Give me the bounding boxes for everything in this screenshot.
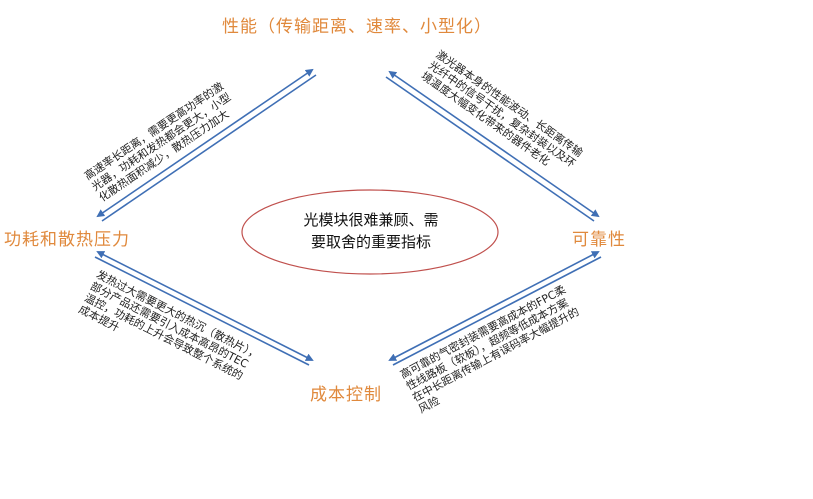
node-power-heat: 功耗和散热压力	[4, 230, 130, 250]
center-line-2: 要取舍的重要指标	[310, 233, 431, 251]
arrow-bottom-right	[388, 251, 602, 366]
center-label: 光模块很难兼顾、需 要取舍的重要指标	[258, 209, 484, 253]
node-cost: 成本控制	[310, 385, 382, 405]
arrow-top-right	[385, 70, 600, 222]
center-line-1: 光模块很难兼顾、需	[303, 211, 439, 229]
node-reliability: 可靠性	[572, 230, 626, 250]
arrow-top-left	[96, 68, 317, 222]
arrow-bottom-left	[94, 251, 314, 366]
node-performance: 性能（传输距离、速率、小型化）	[222, 17, 492, 37]
